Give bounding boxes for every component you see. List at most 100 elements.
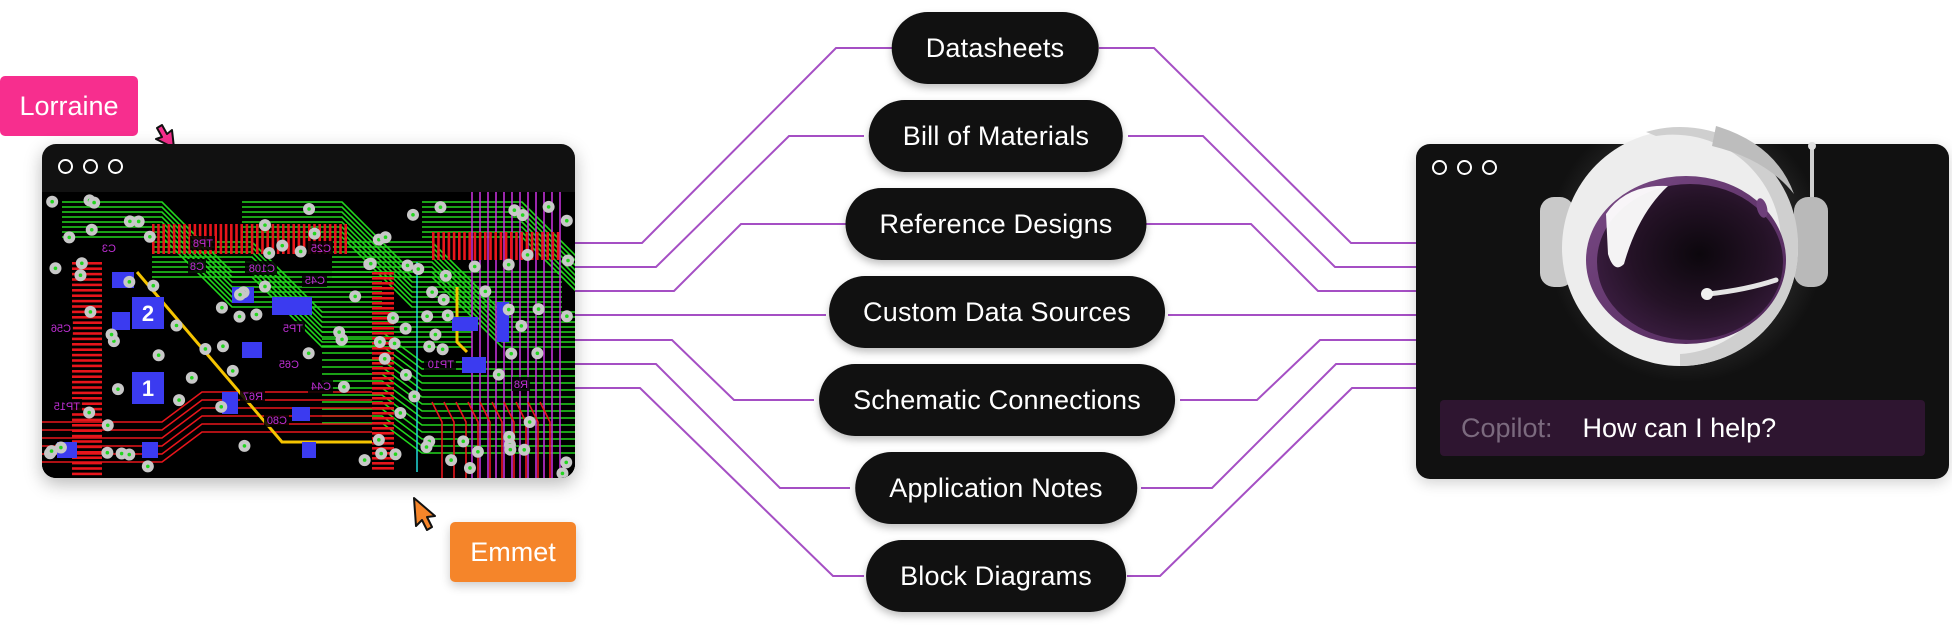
circle-icon[interactable] <box>1482 160 1497 175</box>
pcb-silkscreen-label: C80 <box>267 415 287 427</box>
pcb-trace <box>527 401 539 478</box>
data-source-datasheets[interactable]: Datasheets <box>891 12 1099 84</box>
pcb-via-hole <box>254 312 259 317</box>
pcb-via-hole <box>438 205 443 209</box>
data-source-reference-designs[interactable]: Reference Designs <box>845 188 1147 260</box>
pcb-via-hole <box>430 290 434 294</box>
pcb-pad <box>372 402 394 405</box>
pcb-via-hole <box>476 449 480 454</box>
pill-label: Block Diagrams <box>900 560 1092 591</box>
pcb-silkscreen-backing <box>245 261 277 275</box>
pcb-pad <box>478 232 482 260</box>
pcb-via-hole <box>445 313 450 318</box>
pcb-via-layer <box>44 194 575 478</box>
pcb-pad <box>230 224 233 254</box>
pcb-via-hole <box>307 207 311 211</box>
connector-line-left <box>575 223 846 292</box>
pcb-silkscreen-backing <box>264 413 289 427</box>
pcb-silkscreen-backing <box>188 259 206 273</box>
astronaut-helmet-icon <box>1416 104 1949 404</box>
pcb-pad <box>473 232 477 260</box>
circle-icon[interactable] <box>1432 160 1447 175</box>
pcb-silkscreen-backing <box>424 357 456 371</box>
pcb-trace <box>491 401 503 478</box>
pcb-via-hole <box>412 394 417 399</box>
pcb-trace <box>332 266 575 338</box>
pcb-pad <box>499 232 503 260</box>
data-source-schematic-connections[interactable]: Schematic Connections <box>819 364 1175 436</box>
pcb-via-hole <box>377 438 381 442</box>
copilot-window: Copilot: How can I help? <box>1416 104 1949 479</box>
pcb-trace <box>503 401 515 478</box>
pcb-pad <box>142 442 158 458</box>
pcb-pad <box>72 343 102 346</box>
connector-line-left <box>575 387 864 577</box>
pcb-trace <box>42 399 372 431</box>
data-source-application-notes[interactable]: Application Notes <box>855 452 1137 524</box>
pcb-pad <box>372 417 394 420</box>
pcb-pad <box>372 377 394 380</box>
pcb-trace <box>42 431 372 463</box>
pcb-pad <box>463 232 466 260</box>
pcb-via-hole <box>546 205 551 209</box>
circle-icon[interactable] <box>83 159 98 174</box>
pcb-via-hole <box>242 444 247 448</box>
pcb-pad <box>372 422 394 425</box>
circle-icon[interactable] <box>108 159 123 174</box>
copilot-prompt-message: How can I help? <box>1582 412 1777 443</box>
pcb-silkscreen-backing <box>48 321 73 335</box>
pcb-via-hole <box>560 471 565 476</box>
circle-icon[interactable] <box>58 159 73 174</box>
pcb-via-hole <box>520 213 525 217</box>
pcb-trace <box>539 401 551 478</box>
pcb-pad <box>72 348 102 351</box>
pcb-pad <box>72 299 102 303</box>
pcb-pad <box>72 289 102 292</box>
pcb-pad <box>72 402 102 405</box>
pcb-pad <box>72 451 102 454</box>
pcb-silkscreen-label: TP15 <box>54 401 80 413</box>
pcb-via-hole <box>440 347 445 352</box>
pcb-via-hole <box>383 235 388 240</box>
data-source-custom-data-sources[interactable]: Custom Data Sources <box>829 276 1165 348</box>
pcb-pad <box>541 232 544 260</box>
connector-line-right <box>1141 363 1416 489</box>
pcb-pad <box>72 364 102 368</box>
pcb-via-hole <box>237 314 242 319</box>
pcb-pad <box>178 224 181 254</box>
pcb-pad <box>372 427 394 430</box>
pcb-pad <box>282 224 285 254</box>
pcb-pad <box>272 297 312 315</box>
pcb-via-hole <box>496 372 501 377</box>
pcb-pad <box>72 418 102 422</box>
pcb-silkscreen-backing <box>276 357 301 371</box>
pcb-trace <box>332 251 575 323</box>
pcb-trace <box>42 407 372 439</box>
pcb-pad <box>372 367 394 370</box>
connector-line-right <box>1180 339 1416 401</box>
data-source-bill-of-materials[interactable]: Bill of Materials <box>868 100 1124 172</box>
pcb-pad <box>447 232 451 260</box>
pcb-trace <box>332 246 575 318</box>
pcb-via-hole <box>220 305 224 310</box>
pcb-pad <box>556 232 560 260</box>
circle-icon[interactable] <box>1457 160 1472 175</box>
pcb-via-hole <box>136 219 141 224</box>
pcb-pad <box>72 326 102 330</box>
pcb-pad <box>372 287 394 290</box>
pcb-via-hole <box>425 314 429 319</box>
data-source-block-diagrams[interactable]: Block Diagrams <box>866 540 1126 612</box>
pcb-pad <box>240 224 243 254</box>
connector-line-right <box>1128 135 1416 268</box>
pcb-pad <box>72 391 102 395</box>
pcb-pad <box>72 283 102 287</box>
pcb-pad <box>344 224 347 254</box>
pcb-silkscreen-label: C108 <box>249 263 275 275</box>
pcb-pad <box>256 224 259 254</box>
pcb-pad <box>510 232 513 260</box>
copilot-prompt-input[interactable]: Copilot: How can I help? <box>1440 400 1925 456</box>
pcb-pad <box>242 342 262 358</box>
pcb-pad <box>72 353 102 357</box>
